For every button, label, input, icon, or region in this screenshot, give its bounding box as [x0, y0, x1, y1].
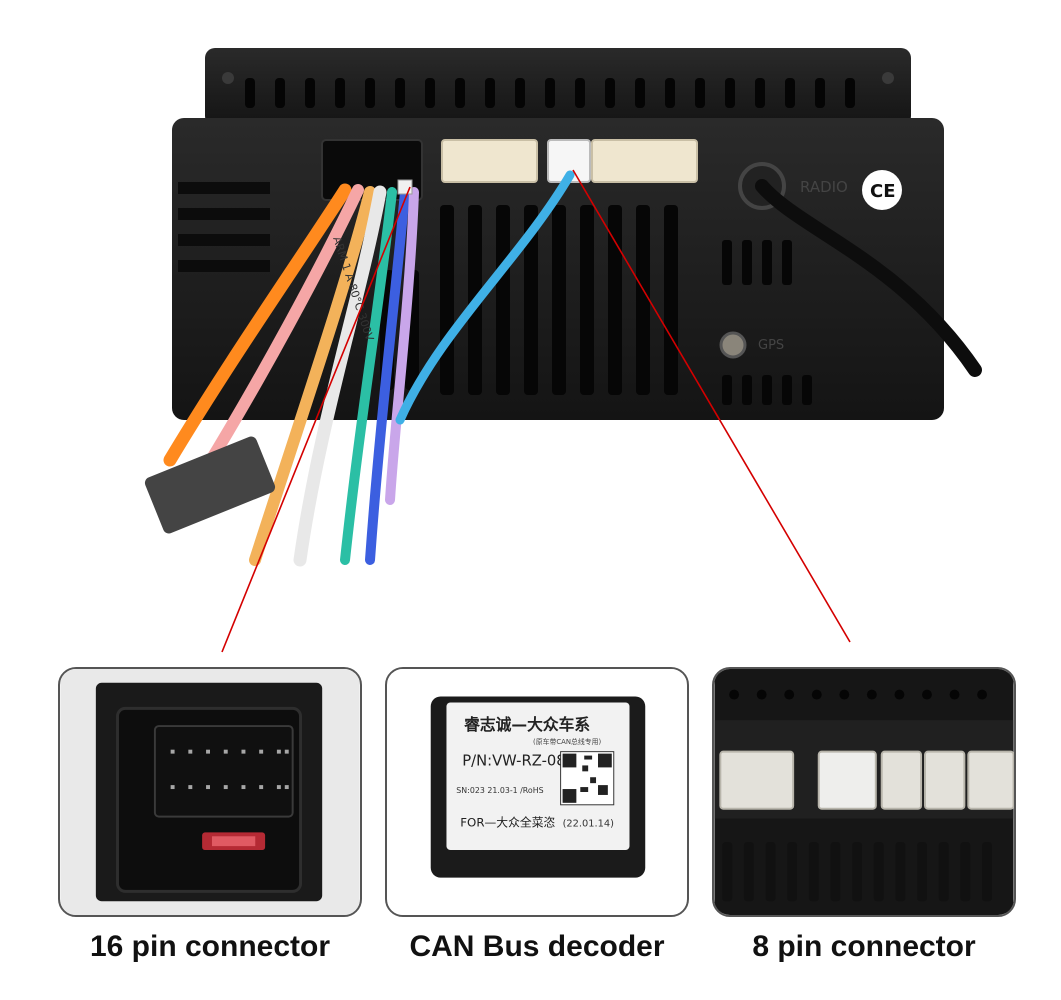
- 16pin-closeup-image: [60, 669, 360, 915]
- beige-connector: [591, 139, 698, 183]
- beige-connector: [924, 750, 966, 810]
- caption-16pin-connector: 16 pin connector: [89, 930, 331, 963]
- wire-connector-plug: [144, 436, 276, 534]
- beige-connector: [719, 750, 795, 810]
- radio-mark: RADIO: [800, 178, 848, 196]
- white-8pin-socket: [817, 750, 877, 810]
- screw-icon: [222, 72, 234, 84]
- connector-pin-marker: [397, 179, 413, 195]
- panel-16pin-closeup: [58, 667, 362, 917]
- top-vents: [245, 78, 855, 108]
- top-plate: [205, 48, 911, 126]
- decoder-subtitle: (原车带CAN总线专用): [533, 737, 601, 746]
- beige-connector: [880, 750, 923, 810]
- caption-can-bus-decoder: CAN Bus decoder: [409, 930, 665, 963]
- decoder-part-number: P/N:VW-RZ-08: [462, 752, 565, 769]
- caption-8pin-connector: 8 pin connector: [752, 930, 976, 963]
- head-unit-photo: RADIO CE GPS ARM 1 A 80°C 300V: [144, 48, 982, 567]
- panel-can-decoder: 睿志诚—大众车系 (原车带CAN总线专用) P/N:VW-RZ-08 SN:02…: [385, 667, 689, 917]
- beige-connector: [967, 750, 1014, 810]
- decoder-for-line: FOR—大众全菜恣: [460, 815, 555, 829]
- 8pin-closeup-image: [714, 669, 1014, 915]
- gps-antenna-socket: [719, 331, 747, 359]
- beige-connector: [441, 139, 538, 183]
- can-decoder-image: 睿志诚—大众车系 (原车带CAN总线专用) P/N:VW-RZ-08 SN:02…: [387, 669, 687, 915]
- gps-mark: GPS: [758, 338, 784, 353]
- ce-mark-icon: [862, 170, 902, 210]
- decoder-serial: SN:023 21.03-1 /RoHS: [456, 786, 543, 795]
- decoder-date: (22.01.14): [563, 818, 614, 829]
- connector-pins: [170, 749, 289, 790]
- screw-icon: [882, 72, 894, 84]
- decoder-title: 睿志诚—大众车系: [464, 715, 590, 734]
- ce-mark: CE: [870, 181, 896, 202]
- qr-code-icon: [560, 751, 615, 806]
- panel-8pin-closeup: [712, 667, 1016, 917]
